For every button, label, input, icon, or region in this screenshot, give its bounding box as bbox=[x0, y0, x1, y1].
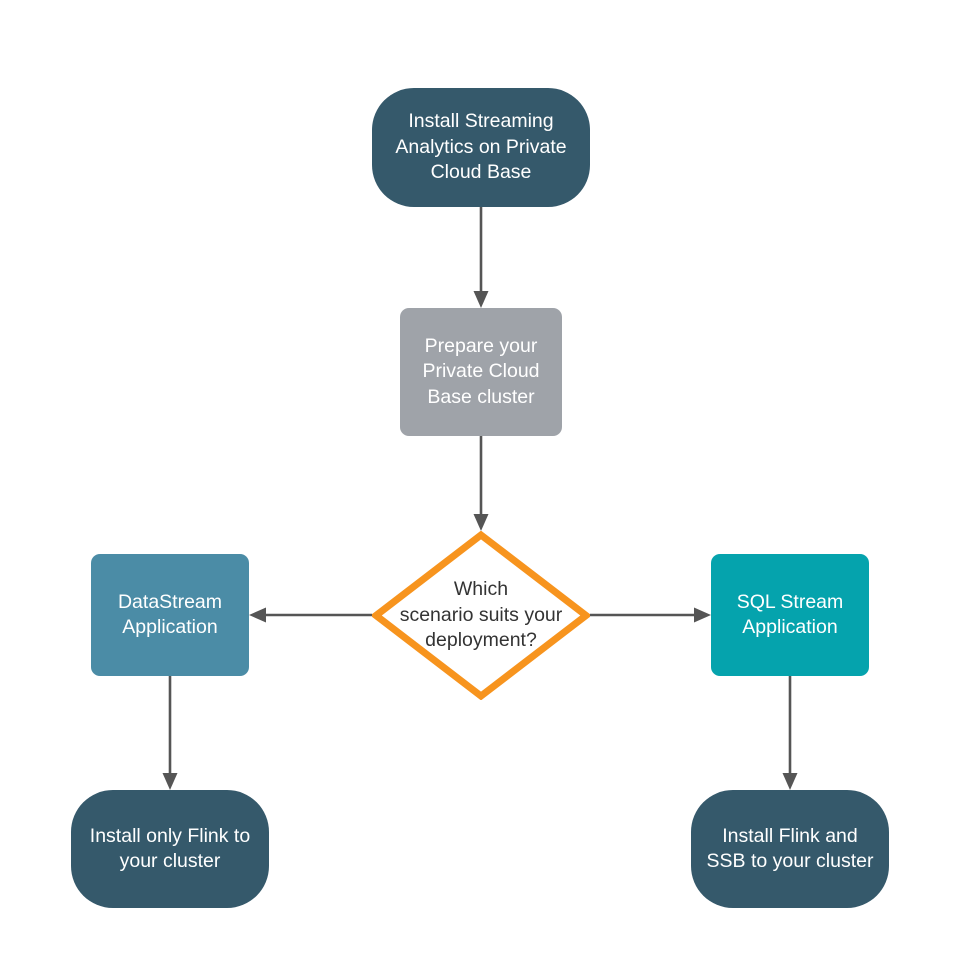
edge-decision-to-sqlstream bbox=[590, 607, 711, 623]
edge-prepare-to-decision bbox=[473, 436, 489, 531]
node-sql-stream-application[interactable]: SQL Stream Application bbox=[711, 554, 869, 676]
node-install-streaming-analytics[interactable]: Install Streaming Analytics on Private C… bbox=[372, 88, 590, 207]
node-label-prepare: Prepare your Private Cloud Base cluster bbox=[422, 334, 540, 408]
edge-start-to-prepare bbox=[473, 207, 489, 308]
node-label-sqlstream: SQL Stream Application bbox=[736, 590, 844, 638]
node-label-decision: Which scenario suits your deployment? bbox=[399, 578, 563, 652]
node-label-datastream: DataStream Application bbox=[117, 590, 223, 638]
node-label-flink-ssb: Install Flink and SSB to your cluster bbox=[706, 824, 874, 872]
node-datastream-application[interactable]: DataStream Application bbox=[91, 554, 249, 676]
node-install-only-flink[interactable]: Install only Flink to your cluster bbox=[71, 790, 269, 908]
node-label-flink-only: Install only Flink to your cluster bbox=[89, 824, 251, 872]
diamond-shape-icon bbox=[372, 531, 590, 700]
node-decision-which-scenario[interactable]: Which scenario suits your deployment? bbox=[372, 531, 590, 700]
node-prepare-private-cloud-base-cluster[interactable]: Prepare your Private Cloud Base cluster bbox=[400, 308, 562, 436]
edge-sqlstream-to-ssb bbox=[782, 676, 798, 790]
node-label-start: Install Streaming Analytics on Private C… bbox=[395, 110, 567, 184]
node-install-flink-and-ssb[interactable]: Install Flink and SSB to your cluster bbox=[691, 790, 889, 908]
edge-decision-to-datastream bbox=[249, 607, 372, 623]
edge-datastream-to-flink bbox=[162, 676, 178, 790]
